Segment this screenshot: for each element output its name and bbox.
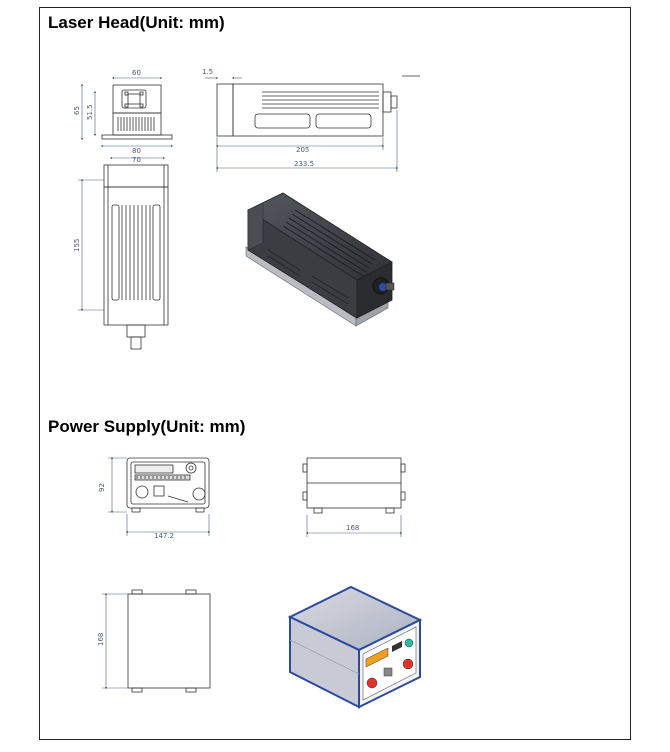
dim-ps-width: 147.2 bbox=[154, 532, 174, 540]
dim-head-base-width: 80 bbox=[132, 147, 141, 155]
dim-head-height-total: 65 bbox=[73, 106, 81, 115]
laser-head-heading: Laser Head(Unit: mm) bbox=[48, 13, 225, 32]
laser-head-side-view bbox=[216, 75, 420, 137]
dim-head-front-width: 60 bbox=[132, 69, 141, 77]
laser-head-side-dims bbox=[205, 76, 399, 172]
dim-ps-height: 92 bbox=[98, 483, 106, 492]
power-supply-heading: Power Supply(Unit: mm) bbox=[48, 417, 246, 436]
dim-head-offset: 1.5 bbox=[202, 68, 213, 76]
dim-head-length: 155 bbox=[73, 239, 81, 252]
dim-ps-top-depth: 168 bbox=[97, 633, 105, 646]
power-supply-front-dims bbox=[108, 456, 211, 536]
power-supply-top-view bbox=[127, 589, 211, 693]
power-supply-front-view bbox=[126, 457, 210, 513]
laser-head-front-view bbox=[101, 84, 173, 140]
dim-head-total-length: 233.5 bbox=[294, 160, 314, 168]
dim-head-height-inner: 51.5 bbox=[86, 104, 94, 120]
power-supply-top-dims bbox=[102, 592, 128, 690]
dim-head-top-width: 70 bbox=[132, 156, 141, 164]
power-supply-3d-render bbox=[287, 585, 423, 709]
dim-head-body-length: 205 bbox=[296, 146, 309, 154]
laser-head-front-dims bbox=[80, 76, 174, 160]
power-supply-side-view bbox=[302, 457, 406, 514]
dim-ps-side-depth: 168 bbox=[346, 524, 359, 532]
power-supply-side-dims bbox=[305, 515, 403, 537]
content-frame bbox=[39, 7, 631, 740]
laser-head-top-view bbox=[103, 164, 169, 350]
laser-head-3d-render bbox=[245, 192, 395, 327]
laser-head-top-dims bbox=[78, 178, 104, 312]
